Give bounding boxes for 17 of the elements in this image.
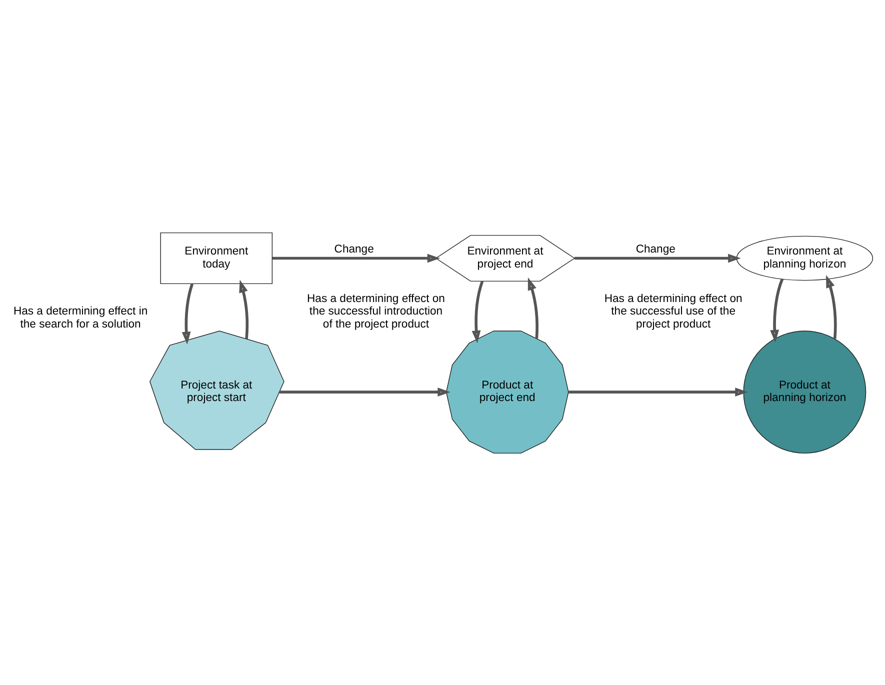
- arrow: [574, 253, 741, 262]
- node-label: Has a determining effect on the successful introduction of the project product: [307, 292, 445, 330]
- arrow: [279, 387, 450, 396]
- arrow: [182, 282, 194, 344]
- arrow: [568, 387, 748, 396]
- arrow: [472, 280, 484, 343]
- node-label: Has a determining effect in the search for a solution: [13, 305, 148, 330]
- arrow: [826, 274, 837, 338]
- node-box: Environment today: [160, 232, 273, 284]
- node-label: Has a determining effect on the successful use of the project product: [604, 292, 742, 330]
- edge-label: Change: [636, 242, 676, 255]
- edge-label: Change: [334, 242, 374, 255]
- node-ellipse: Environment at planning horizon: [736, 235, 874, 280]
- arrow: [770, 278, 784, 342]
- arrow: [528, 276, 538, 338]
- arrow: [239, 279, 249, 338]
- arrow: [272, 253, 440, 262]
